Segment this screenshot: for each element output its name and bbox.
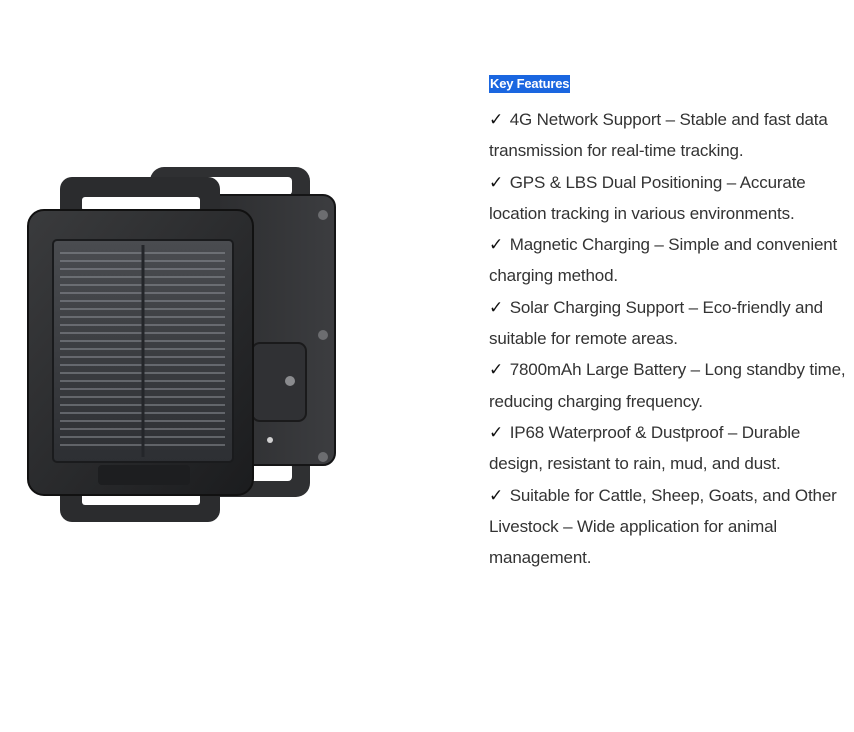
check-icon: ✓ [489, 297, 504, 317]
feature-text: Magnetic Charging – Simple and convenien… [489, 235, 838, 286]
check-icon: ✓ [489, 235, 504, 255]
list-item: ✓ Suitable for Cattle, Sheep, Goats, and… [489, 480, 851, 574]
features-section: Key Features ✓ 4G Network Support – Stab… [489, 75, 851, 573]
check-icon: ✓ [489, 485, 504, 505]
features-heading: Key Features [489, 75, 571, 93]
feature-text: 7800mAh Large Battery – Long standby tim… [489, 360, 846, 411]
check-icon: ✓ [489, 110, 504, 129]
feature-text: Solar Charging Support – Eco-friendly an… [489, 297, 823, 349]
gps-tracker-illustration [27, 167, 336, 522]
list-item: ✓ Magnetic Charging – Simple and conveni… [489, 229, 851, 292]
feature-text: GPS & LBS Dual Positioning – Accurate lo… [489, 172, 806, 223]
feature-text: 4G Network Support – Stable and fast dat… [489, 110, 828, 161]
check-icon: ✓ [489, 422, 504, 442]
feature-text: IP68 Waterproof & Dustproof – Durable de… [489, 422, 801, 474]
list-item: ✓ IP68 Waterproof & Dustproof – Durable … [489, 417, 851, 480]
feature-text: Suitable for Cattle, Sheep, Goats, and O… [489, 485, 837, 568]
feature-list: ✓ 4G Network Support – Stable and fast d… [489, 104, 851, 573]
list-item: ✓ 7800mAh Large Battery – Long standby t… [489, 354, 851, 417]
list-item: ✓ 4G Network Support – Stable and fast d… [489, 104, 851, 167]
list-item: ✓ GPS & LBS Dual Positioning – Accurate … [489, 167, 851, 230]
list-item: ✓ Solar Charging Support – Eco-friendly … [489, 292, 851, 355]
check-icon: ✓ [489, 172, 504, 192]
product-image [20, 155, 345, 535]
check-icon: ✓ [489, 360, 504, 380]
